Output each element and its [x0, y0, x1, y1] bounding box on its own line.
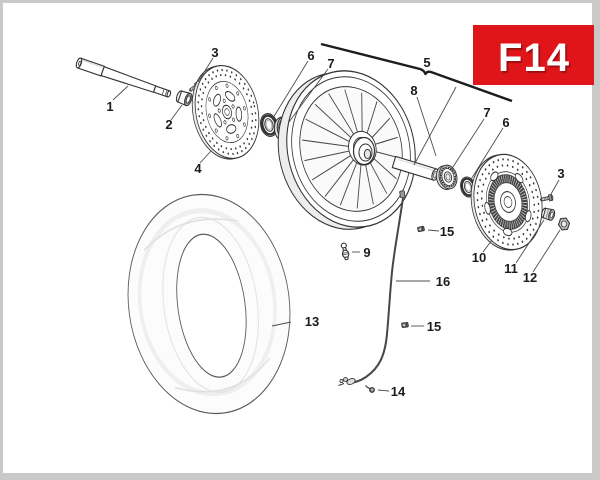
- callout-leader-lines: [112, 57, 561, 392]
- part-14-cable-clip: [365, 385, 375, 393]
- part-12-nut: [557, 217, 571, 231]
- badge-background: [473, 25, 594, 85]
- part-10-brake-disc-right: [470, 153, 543, 251]
- part-16-cable: [338, 190, 406, 386]
- part-5-assembly-bracket: [320, 42, 513, 103]
- callout-8: 8: [410, 83, 417, 98]
- callout-7-right: 7: [483, 105, 490, 120]
- callout-9: 9: [363, 245, 370, 260]
- callout-2: 2: [165, 117, 172, 132]
- wheel-hub: [352, 136, 376, 166]
- part-9-valve: [340, 242, 350, 261]
- callout-1: 1: [106, 99, 113, 114]
- callout-6-left: 6: [307, 48, 314, 63]
- callout-14: 14: [391, 384, 406, 399]
- part-15-clip-bottom: [401, 321, 409, 329]
- callout-7-left: 7: [327, 56, 334, 71]
- cable-end-fitting: [338, 377, 356, 386]
- callout-4: 4: [194, 161, 202, 176]
- callout-3-right: 3: [557, 166, 564, 181]
- callout-13: 13: [305, 314, 319, 329]
- part-7-bearing-right: [435, 164, 458, 190]
- part-15-clip-top: [416, 225, 426, 233]
- callout-5: 5: [423, 55, 430, 70]
- callout-10: 10: [472, 250, 486, 265]
- figure-code-badge: F14: [473, 25, 594, 85]
- callout-6-right: 6: [502, 115, 509, 130]
- figure-code-label: F14: [498, 36, 570, 80]
- axle-spacer-tube: [391, 155, 439, 181]
- part-11-bushing: [541, 207, 556, 221]
- callout-11: 11: [504, 261, 518, 276]
- part-6-seal-left: [260, 113, 278, 137]
- part-2-spacer-bushing: [175, 90, 193, 107]
- part-4-brake-disc-left: [191, 64, 260, 160]
- callout-15-top: 15: [440, 224, 454, 239]
- part-13-tire: [127, 193, 291, 415]
- callout-12: 12: [523, 270, 537, 285]
- callout-16: 16: [436, 274, 450, 289]
- callout-labels: 1 2 3 4 6 7 5 8 7 6 3 10 11 12 9 15 16 1…: [106, 45, 564, 399]
- callout-3-left: 3: [211, 45, 218, 60]
- callout-15-bottom: 15: [427, 319, 441, 334]
- part-1-axle: [75, 57, 172, 98]
